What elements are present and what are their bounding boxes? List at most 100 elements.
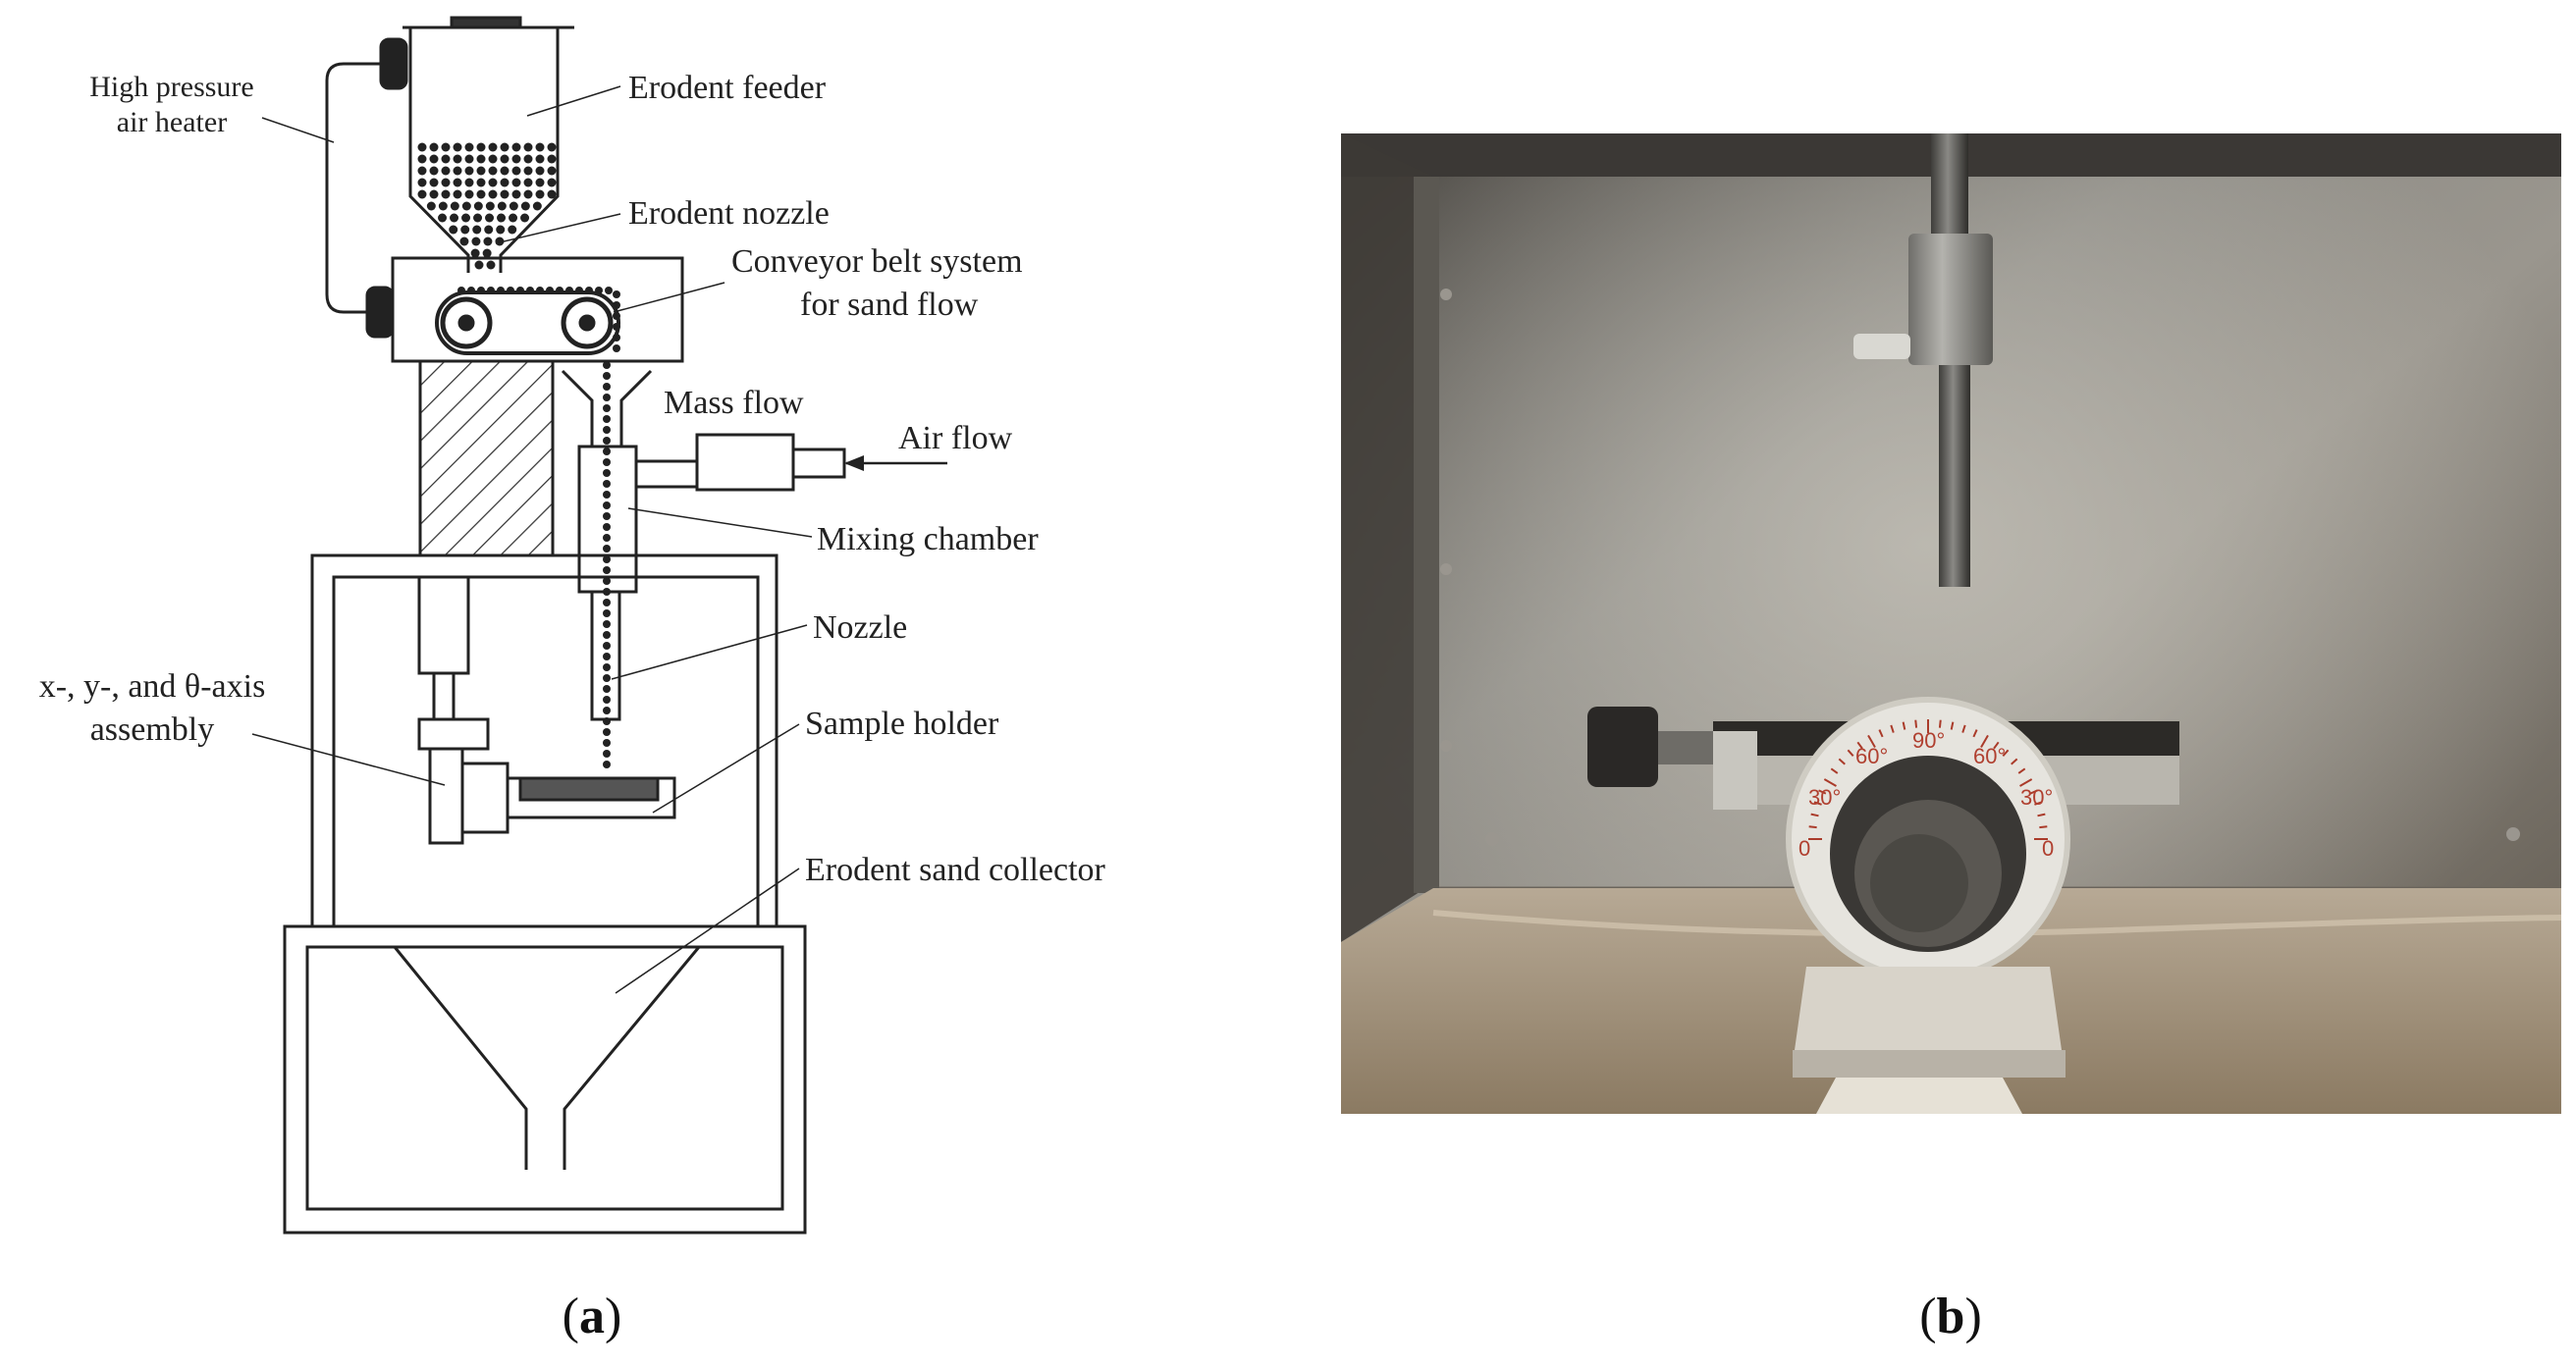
conveyor-pulley-right-hub	[578, 314, 596, 332]
dial-ticks	[1808, 719, 2048, 840]
schematic-diagram	[251, 16, 947, 1235]
erodent-particle	[488, 189, 498, 199]
stream-particle	[603, 394, 611, 401]
belt-particle	[467, 287, 475, 294]
label-air-flow: Air flow	[898, 420, 1013, 456]
dial-tick	[1914, 719, 1918, 728]
axis-block	[417, 717, 490, 751]
erodent-particle	[476, 178, 486, 187]
erodent-particle	[497, 213, 507, 223]
collector-inner	[305, 945, 784, 1211]
erodent-particle	[471, 237, 481, 246]
stream-particle	[603, 717, 611, 725]
erodent-particle	[523, 142, 533, 152]
stream-particle	[603, 761, 611, 768]
dial-tick	[2037, 813, 2046, 817]
erodent-particle	[453, 189, 462, 199]
erodent-particle	[417, 178, 427, 187]
erodent-particle	[482, 248, 492, 258]
stream-particle	[603, 437, 611, 445]
belt-particle	[605, 287, 613, 294]
wall-screws	[1440, 289, 2520, 846]
cabinet-outer	[310, 553, 778, 928]
erodent-particle	[441, 166, 451, 176]
air-heater-line	[325, 62, 381, 314]
erodent-particle	[429, 178, 439, 187]
erodent-particle	[441, 189, 451, 199]
air-heater-top-fitting	[379, 37, 408, 90]
caption-b-letter: b	[1937, 1289, 1965, 1344]
base-plate	[1793, 1050, 2066, 1078]
erodent-particle	[450, 201, 459, 211]
stream-particle	[613, 323, 620, 331]
erodent-particle	[488, 166, 498, 176]
caption-a-open: (	[563, 1289, 579, 1344]
stream-particle	[603, 663, 611, 671]
dial-tick	[1878, 729, 1884, 738]
dial-tick	[1961, 724, 1966, 733]
left-wall-post	[1414, 177, 1439, 893]
dial-tick	[1867, 734, 1876, 748]
dial-label-60-left: 60°	[1855, 744, 1888, 768]
erodent-particle	[453, 178, 462, 187]
erodent-particle	[500, 166, 510, 176]
belt-particle	[575, 287, 583, 294]
stream-particle	[603, 653, 611, 660]
belt-particle	[595, 287, 603, 294]
stream-particle	[603, 491, 611, 499]
belt-particle	[526, 287, 534, 294]
caption-a-letter: a	[579, 1289, 605, 1344]
stream-particle	[603, 534, 611, 542]
label-high-pressure-2: air heater	[117, 106, 227, 138]
air-inlet-pipe	[791, 448, 846, 479]
dial-tick	[2039, 825, 2048, 829]
dial-tick	[1950, 721, 1955, 730]
dial-label-90: 90°	[1912, 728, 1945, 753]
erodent-particle	[500, 189, 510, 199]
dial-tick	[1808, 825, 1817, 829]
stream-particle	[603, 674, 611, 682]
erodent-feeder-hopper	[408, 27, 560, 273]
stream-particle	[603, 512, 611, 520]
erodent-particle	[453, 166, 462, 176]
belt-particle	[487, 287, 495, 294]
air-flow-pipe	[634, 459, 699, 489]
belt-particle	[556, 287, 564, 294]
erodent-particle	[464, 189, 474, 199]
erodent-particle	[547, 178, 557, 187]
dial-tick	[2029, 789, 2038, 795]
erodent-particle	[441, 178, 451, 187]
mass-flow-meter	[695, 433, 795, 492]
erodent-particle	[485, 213, 495, 223]
label-conveyor-1: Conveyor belt system	[731, 243, 1023, 280]
conveyor-pulley-left	[440, 296, 493, 349]
stream-particle	[603, 523, 611, 531]
stream-particle	[603, 480, 611, 488]
label-sand-collector: Erodent sand collector	[805, 852, 1106, 888]
dial-label-0-left: 0	[1798, 836, 1810, 861]
dial-tick	[1838, 758, 1846, 765]
clamp-screw	[1853, 334, 1910, 359]
erodent-particle	[500, 142, 510, 152]
erodent-particle	[511, 189, 521, 199]
stream-particle	[603, 372, 611, 380]
erodent-particle	[453, 154, 462, 164]
erodent-particle	[511, 166, 521, 176]
dial-tick	[1938, 719, 1942, 728]
stream-particle	[603, 383, 611, 391]
caption-b: (b)	[1919, 1289, 1982, 1344]
dial-tick	[1830, 767, 1839, 774]
label-mass-flow: Mass flow	[664, 385, 804, 421]
stream-particle	[603, 631, 611, 639]
stream-particle	[603, 501, 611, 509]
label-high-pressure-1: High pressure	[89, 71, 253, 103]
stream-particle	[603, 469, 611, 477]
dial-tick	[1980, 734, 1989, 748]
specimen-holder-face	[1870, 834, 1968, 932]
erodent-particle	[429, 154, 439, 164]
erodent-particle	[547, 142, 557, 152]
hatched-support-column	[418, 359, 555, 557]
label-sample-holder: Sample holder	[805, 706, 999, 742]
nozzle-rod	[1931, 133, 1968, 239]
stream-particle	[613, 290, 620, 298]
